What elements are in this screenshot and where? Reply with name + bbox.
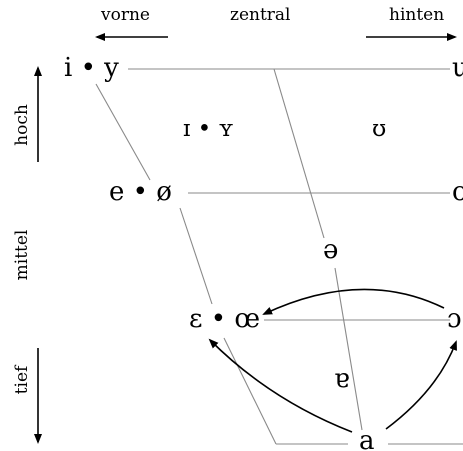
vowel-mid-back: o bbox=[452, 177, 463, 207]
front-edge-lower bbox=[179, 207, 213, 305]
vowel-near-high-front: ɪ • ʏ bbox=[183, 116, 234, 142]
vowel-near-high-back: ʊ bbox=[372, 116, 387, 142]
vowel-near-open-central: ɐ bbox=[334, 364, 350, 394]
arrow-back-to-front bbox=[262, 288, 445, 315]
arrow-a-to-front bbox=[208, 338, 353, 433]
low-label: tief bbox=[12, 365, 32, 395]
front-edge-bottom bbox=[223, 337, 277, 445]
vowel-open-mid-front: ɛ • œ bbox=[189, 304, 261, 334]
vowel-open-mid-back: ɔ bbox=[447, 304, 462, 334]
vowel-high-back: ɯ bbox=[452, 55, 463, 81]
central-line-upper bbox=[273, 68, 325, 239]
back-label: hinten bbox=[389, 5, 445, 25]
front-label: vorne bbox=[101, 5, 150, 25]
vowel-mid-front: e • ø bbox=[109, 177, 172, 207]
vowel-open: a bbox=[359, 426, 375, 451]
vowel-high-front: i • y bbox=[64, 53, 119, 83]
mid-label: mittel bbox=[12, 229, 32, 281]
central-line-lower bbox=[334, 267, 363, 431]
front-edge-upper bbox=[95, 83, 151, 181]
high-label: hoch bbox=[12, 104, 32, 146]
central-label: zentral bbox=[230, 5, 291, 25]
arrow-a-to-back bbox=[385, 340, 457, 430]
vowel-central: ə bbox=[323, 235, 339, 265]
